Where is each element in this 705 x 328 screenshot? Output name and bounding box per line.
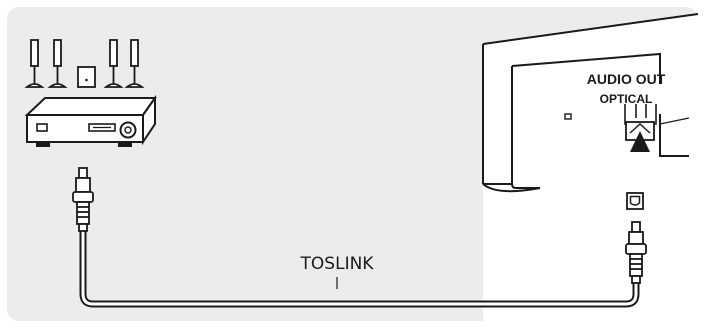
optical-port-icon (626, 192, 644, 210)
speaker-icon (103, 39, 124, 88)
toslink-label: TOSLINK (300, 254, 375, 274)
toslink-cable (79, 226, 640, 308)
tv-optical-port-area (624, 104, 657, 152)
av-receiver-icon (24, 94, 157, 147)
toslink-plug-icon (625, 221, 647, 284)
subwoofer-icon (77, 66, 96, 88)
speaker-icon (47, 39, 68, 88)
audio-out-label: AUDIO OUT (587, 71, 666, 87)
toslink-plug-icon (72, 167, 94, 232)
speaker-icon (24, 39, 45, 88)
optical-label: OPTICAL (600, 92, 653, 106)
arrow-up-icon (630, 131, 650, 152)
speaker-icon (124, 39, 145, 88)
speaker-set (24, 39, 145, 88)
tv-back-panel-icon (482, 13, 699, 321)
